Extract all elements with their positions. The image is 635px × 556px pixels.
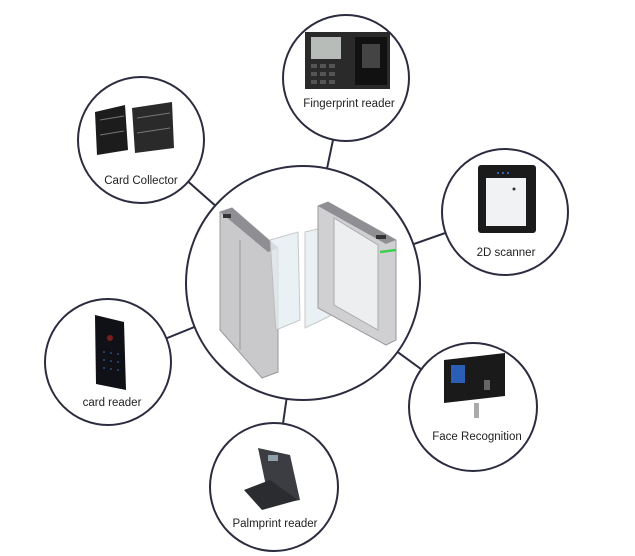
fingerprint-reader-image — [305, 32, 390, 89]
label-card-reader: card reader — [83, 397, 142, 409]
label-face-recognition: Face Recognition — [432, 431, 522, 443]
face-recognition-image — [444, 353, 505, 418]
label-palmprint-reader: Palmprint reader — [232, 518, 317, 530]
card-collector-image — [95, 102, 174, 155]
label-2d-scanner: 2D scanner — [477, 247, 536, 259]
2d-scanner-image — [478, 165, 536, 233]
palmprint-reader-image — [244, 448, 300, 510]
label-fingerprint-reader: Fingerprint reader — [303, 98, 395, 110]
status-indicator — [379, 248, 397, 254]
label-card-collector: Card Collector — [104, 175, 178, 187]
card-reader-image — [95, 315, 126, 390]
turnstile-image — [219, 201, 397, 379]
